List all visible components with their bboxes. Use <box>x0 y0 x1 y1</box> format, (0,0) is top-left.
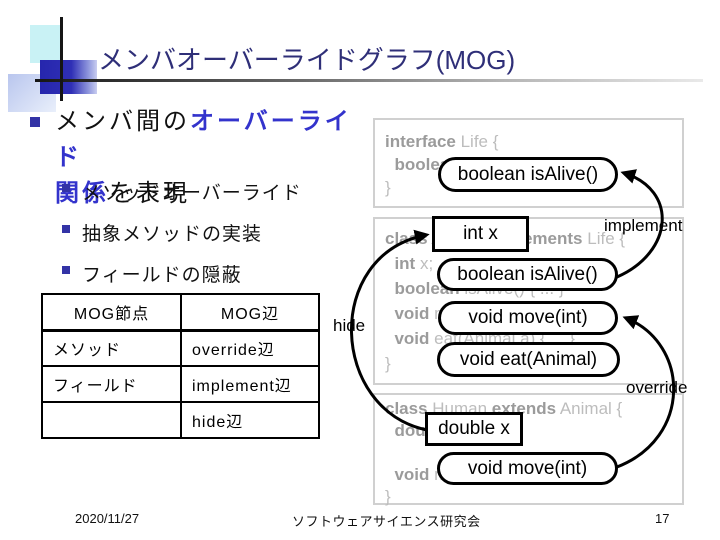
table-header-node: MOG節点 <box>41 293 182 332</box>
mog-table: MOG節点 MOG辺 メソッド override辺 フィールド implemen… <box>41 293 320 439</box>
decor-vertical-line <box>60 17 63 101</box>
bullet-main-text: メンバ間の <box>55 108 190 135</box>
node-human-double-x: double x <box>425 412 523 446</box>
bullet-square-icon <box>62 266 70 274</box>
code-line: interface Life { <box>385 132 499 151</box>
table-row: hide辺 <box>41 401 320 439</box>
edge-label-implement: implement <box>604 216 683 235</box>
table-cell: メソッド <box>41 329 182 367</box>
footer-venue: ソフトウェアサイエンス研究会 <box>292 514 481 529</box>
table-cell: hide辺 <box>180 401 320 439</box>
node-human-move: void move(int) <box>437 452 618 485</box>
node-animal-int-x: int x <box>432 216 529 252</box>
table-cell: override辺 <box>180 329 320 367</box>
footer-page-number: 17 <box>655 511 670 526</box>
edge-label-override: override <box>626 378 688 397</box>
code-line: } <box>385 178 391 197</box>
list-item: メソッドオーバーライド <box>62 178 302 205</box>
table-cell <box>41 401 182 439</box>
slide-title: メンバオーバーライドグラフ(MOG) <box>98 45 516 75</box>
bullet-square-icon <box>62 225 70 233</box>
bullet-main-text2: を表現 <box>109 180 190 207</box>
sub-bullet-label: フィールドの隠蔽 <box>82 265 242 286</box>
list-item: フィールドの隠蔽 <box>62 260 302 287</box>
node-animal-eat: void eat(Animal) <box>437 342 620 377</box>
code-box-class-human: class Human extends Animal { double x; v… <box>373 393 684 506</box>
edge-label-hide: hide <box>333 316 366 335</box>
table-cell: implement辺 <box>180 365 320 403</box>
table-row: フィールド implement辺 <box>41 365 320 403</box>
bullet-main: メンバ間のオーバーライド関係を表現 <box>55 104 375 212</box>
code-line: } <box>385 487 391 506</box>
bullet-square-icon <box>30 117 40 127</box>
decor-cyan-square <box>30 25 62 63</box>
sub-bullet-label: 抽象メソッドの実装 <box>82 224 263 245</box>
table-header-edge: MOG辺 <box>180 293 320 332</box>
title-underline <box>35 79 703 82</box>
bullet-main-emphasis: オーバーライド <box>55 108 352 171</box>
table-header-row: MOG節点 MOG辺 <box>41 293 320 332</box>
node-life-isalive: boolean isAlive() <box>438 157 618 192</box>
bullet-square-icon <box>62 184 70 192</box>
decor-blue-rectangle <box>40 60 97 94</box>
node-animal-isalive: boolean isAlive() <box>437 258 618 291</box>
table-row: メソッド override辺 <box>41 329 320 367</box>
sub-bullet-label: メソッドオーバーライド <box>82 183 302 204</box>
list-item: 抽象メソッドの実装 <box>62 219 302 246</box>
node-animal-move: void move(int) <box>438 301 618 335</box>
footer-date: 2020/11/27 <box>75 511 140 526</box>
sub-bullet-list: メソッドオーバーライド 抽象メソッドの実装 フィールドの隠蔽 <box>62 178 302 301</box>
table-cell: フィールド <box>41 365 182 403</box>
